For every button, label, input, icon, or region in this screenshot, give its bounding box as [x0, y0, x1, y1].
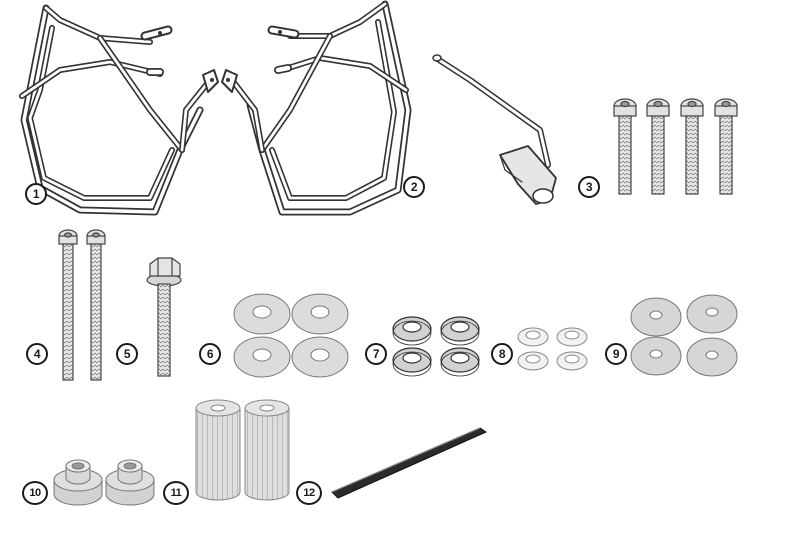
spacer-tube-11b	[244, 399, 290, 501]
lock-washer-7a	[392, 316, 432, 346]
bolt-3b	[646, 98, 670, 195]
washer-6c	[233, 336, 291, 378]
part-number-7: 7	[365, 343, 387, 365]
washer-set-9	[630, 294, 738, 377]
stepped-bushing-10b	[105, 459, 155, 506]
long-bolt-4b	[86, 229, 106, 381]
part-number-10: 10	[22, 481, 48, 505]
lock-washer-7d	[440, 347, 480, 377]
part-number-8: 8	[491, 343, 513, 365]
washer-9c	[630, 336, 682, 376]
bolt-3d	[714, 98, 738, 195]
bolt-3a	[613, 98, 637, 195]
long-bolt-4a	[58, 229, 78, 381]
bolt-set-3	[613, 98, 738, 195]
spacer-tube-set-11	[195, 399, 290, 501]
support-arm-bracket	[432, 54, 557, 205]
stepped-bushing-set-10	[53, 459, 155, 506]
spacer-tube-11a	[195, 399, 241, 501]
part-number-11: 11	[163, 481, 189, 505]
part-number-6: 6	[199, 343, 221, 365]
part-number-3: 3	[578, 176, 600, 198]
lock-washer-7c	[392, 347, 432, 377]
washer-9d	[686, 337, 738, 377]
long-bolt-pair-4	[58, 229, 106, 381]
right-side-frame	[221, 0, 412, 216]
lock-washer-7b	[440, 316, 480, 346]
part-number-1: 1	[25, 183, 47, 205]
small-lock-washer-set-8	[517, 327, 588, 371]
washer-6b	[291, 293, 349, 335]
part-number-5: 5	[116, 343, 138, 365]
small-lock-washer-8b	[556, 327, 588, 347]
left-side-frame	[19, 4, 219, 216]
washer-6d	[291, 336, 349, 378]
hex-flange-bolt-5	[146, 257, 182, 377]
washer-set-6	[233, 293, 349, 378]
part-number-2: 2	[403, 176, 425, 198]
lock-washer-set-7	[392, 316, 480, 377]
stepped-bushing-10a	[53, 459, 103, 506]
washer-9b	[686, 294, 738, 334]
small-lock-washer-8c	[517, 351, 549, 371]
washer-6a	[233, 293, 291, 335]
part-number-12: 12	[296, 481, 322, 505]
part-number-9: 9	[605, 343, 627, 365]
small-lock-washer-8d	[556, 351, 588, 371]
rubber-strip-12	[331, 427, 488, 499]
part-number-4: 4	[26, 343, 48, 365]
washer-9a	[630, 297, 682, 337]
bolt-3c	[680, 98, 704, 195]
small-lock-washer-8a	[517, 327, 549, 347]
